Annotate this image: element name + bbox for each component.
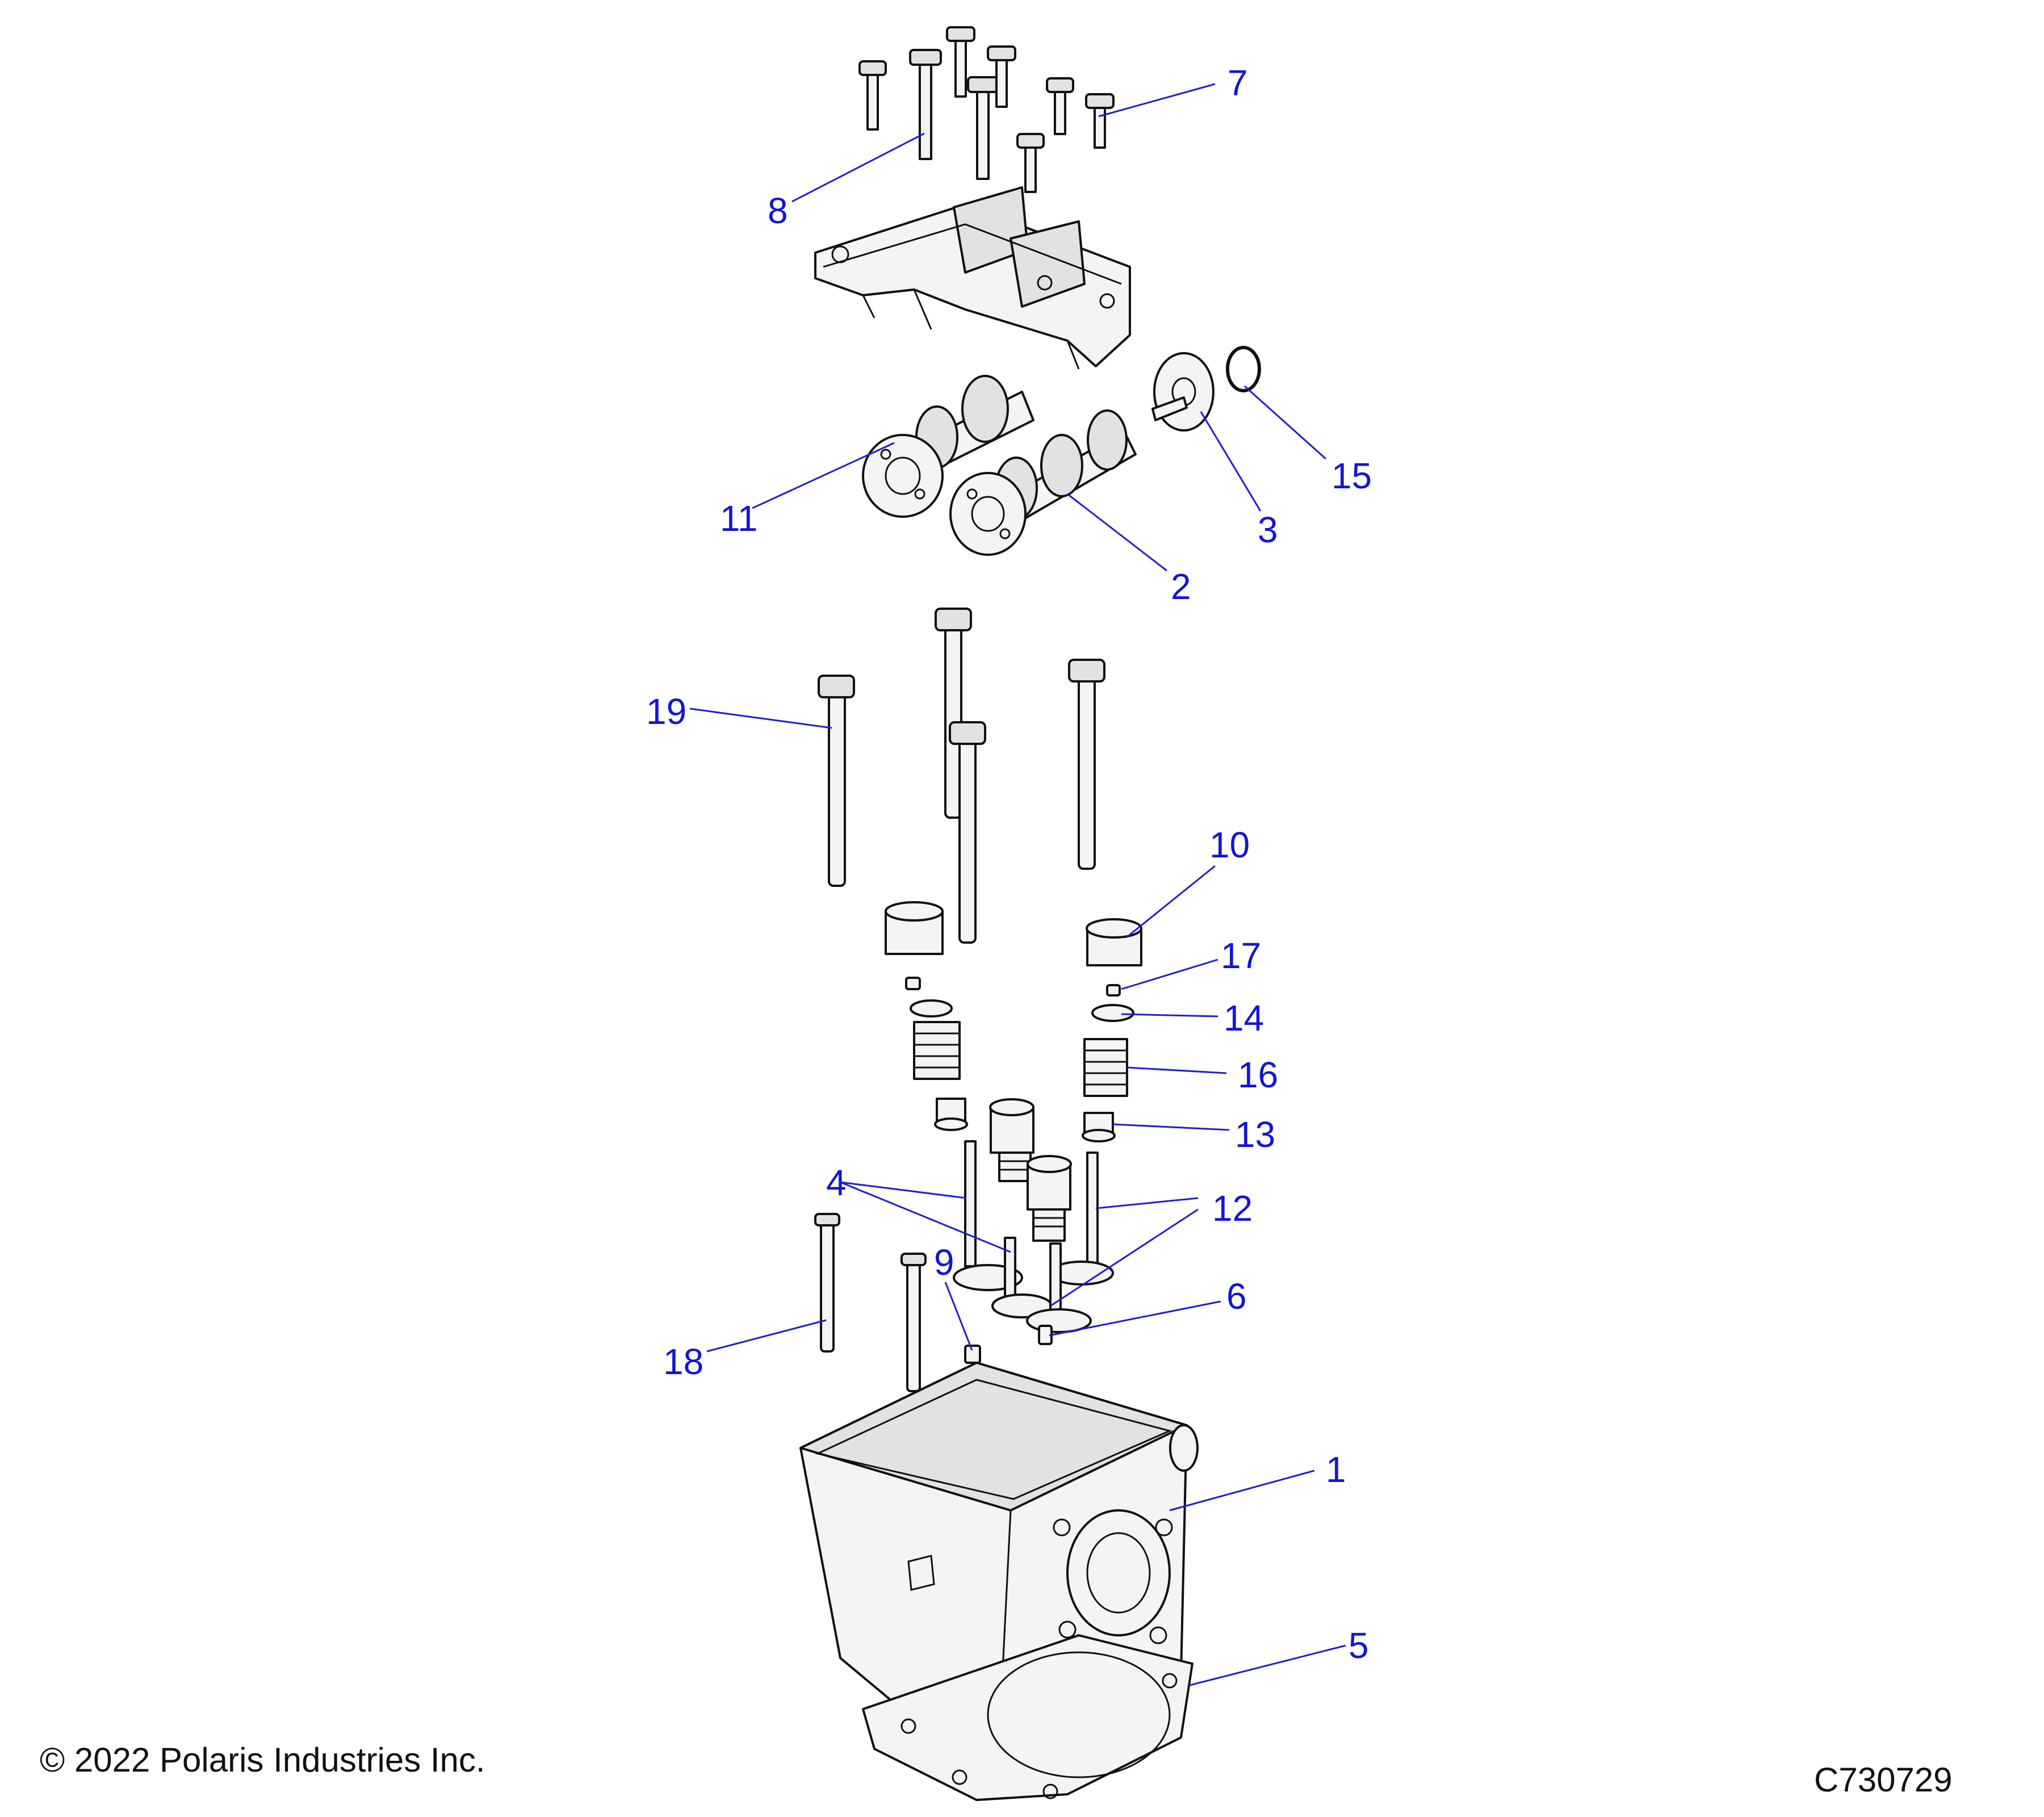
cam-cap-bolts: [858, 26, 1115, 193]
cam-phaser-plate: [1151, 352, 1214, 432]
snap-ring: [1226, 346, 1261, 392]
callout-19: 19: [646, 691, 686, 732]
callout-8: 8: [768, 190, 788, 231]
studs-and-dowels: [814, 1213, 1053, 1392]
callout-6: 6: [1226, 1276, 1247, 1317]
callout-16: 16: [1238, 1054, 1278, 1095]
intake-camshaft: [862, 375, 1034, 518]
callout-5: 5: [1348, 1625, 1369, 1666]
bolt: [935, 608, 972, 819]
head-bolts: [818, 608, 1105, 944]
bolt: [967, 76, 999, 180]
bolt: [1046, 77, 1074, 135]
callout-7: 7: [1228, 62, 1248, 103]
callout-2: 2: [1171, 566, 1191, 607]
callout-3: 3: [1258, 509, 1278, 550]
drawing-number: C730729: [1814, 1761, 1953, 1799]
callout-labels: 7 8 11 15 3 2 19 10 17 14 16 13 4 12 9 6…: [646, 62, 1372, 1666]
callout-13: 13: [1235, 1114, 1275, 1155]
callout-15: 15: [1331, 455, 1372, 496]
callout-4: 4: [826, 1162, 847, 1203]
head-gasket: [862, 1634, 1193, 1801]
bolt: [949, 721, 986, 944]
bolt: [818, 675, 855, 887]
valve-train-right: [1082, 918, 1142, 1142]
bolt: [1068, 659, 1105, 870]
callout-14: 14: [1224, 998, 1264, 1039]
exhaust-camshaft: [949, 409, 1137, 556]
bolt: [946, 26, 975, 98]
valves: [953, 1140, 1114, 1333]
valve-train-centre: [989, 1098, 1072, 1242]
callout-9: 9: [934, 1242, 954, 1283]
leader-lines: [689, 83, 1346, 1686]
bolt: [1085, 93, 1115, 149]
copyright-notice: © 2022 Polaris Industries Inc.: [40, 1741, 485, 1779]
callout-11: 11: [720, 498, 757, 539]
bolt: [858, 60, 887, 131]
bolt: [1016, 133, 1045, 193]
callout-18: 18: [663, 1341, 703, 1382]
bolt: [987, 45, 1016, 108]
callout-10: 10: [1209, 824, 1250, 865]
bolt: [909, 49, 942, 160]
cam-carrier: [814, 186, 1131, 370]
callout-17: 17: [1221, 935, 1261, 976]
callout-12: 12: [1212, 1188, 1253, 1229]
valve-train-left: [885, 901, 968, 1131]
callout-1: 1: [1326, 1449, 1346, 1490]
